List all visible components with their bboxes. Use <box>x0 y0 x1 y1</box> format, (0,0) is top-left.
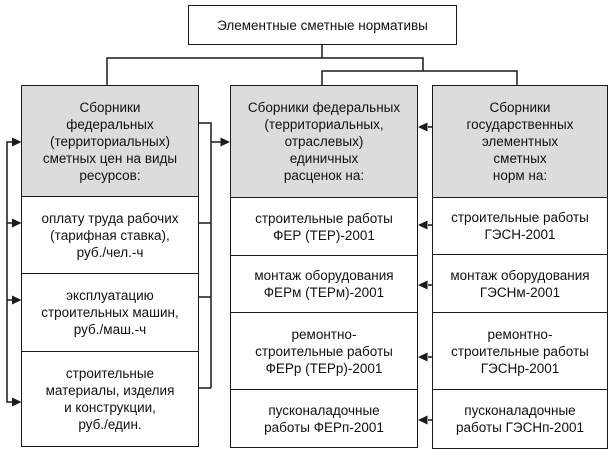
col3-to-col2-tails <box>428 126 432 421</box>
left-input-bus <box>6 141 12 403</box>
col2-item-ferp-box: пусконаладочные работы ФЕРп-2001 <box>230 390 418 448</box>
arrowhead-col3-col2-item3 <box>418 352 428 362</box>
connector-branch-left <box>106 57 424 85</box>
col2-item-ferm-box: монтаж оборудования ФЕРм (ТЕРм)-2001 <box>230 256 418 313</box>
arrowhead-into-col1-item1 <box>12 218 22 228</box>
arrowhead-col3-col2-header <box>418 122 428 132</box>
arrowhead-into-col1-item3 <box>12 397 22 407</box>
col1-header-box: Сборники федеральных (территориальных) с… <box>21 85 199 197</box>
arrowhead-into-col1-item2 <box>12 295 22 305</box>
col3-header-box: Сборники государственных элементных смет… <box>432 85 608 198</box>
col2-header-box: Сборники федеральных (территориальных, о… <box>230 85 418 198</box>
col1-item-materials-box: строительные материалы, изделия и констр… <box>21 352 199 447</box>
arrowhead-col3-col2-item1 <box>418 220 428 230</box>
col3-item-gesnm-box: монтаж оборудования ГЭСНм-2001 <box>432 255 608 313</box>
col1-item-labor-box: оплату труда рабочих (тарифная ставка), … <box>21 197 199 274</box>
col2-item-ferr-box: ремонтно- строительные работы ФЕРр (ТЕРр… <box>230 313 418 390</box>
col3-item-gesnp-box: пусконаладочные работы ГЭСНп-2001 <box>432 390 608 449</box>
connector-branch-mid-right <box>321 70 518 85</box>
col3-item-gesn-box: строительные работы ГЭСН-2001 <box>432 198 608 255</box>
arrowhead-col3-col2-item4 <box>418 415 428 425</box>
col1-item-machines-box: эксплуатацию строительных машин, руб./ма… <box>21 274 199 352</box>
arrowhead-into-col1-header <box>12 137 22 147</box>
col3-item-gesnr-box: ремонтно- строительные работы ГЭСНр-2001 <box>432 313 608 390</box>
col2-item-fer-box: строительные работы ФЕР (ТЕР)-2001 <box>230 198 418 256</box>
arrowhead-col3-col2-item2 <box>418 280 428 290</box>
diagram-title-box: Элементные сметные нормативы <box>188 5 457 45</box>
col1-to-col2-bus <box>199 122 221 389</box>
arrowhead-into-col2-header <box>220 137 230 147</box>
